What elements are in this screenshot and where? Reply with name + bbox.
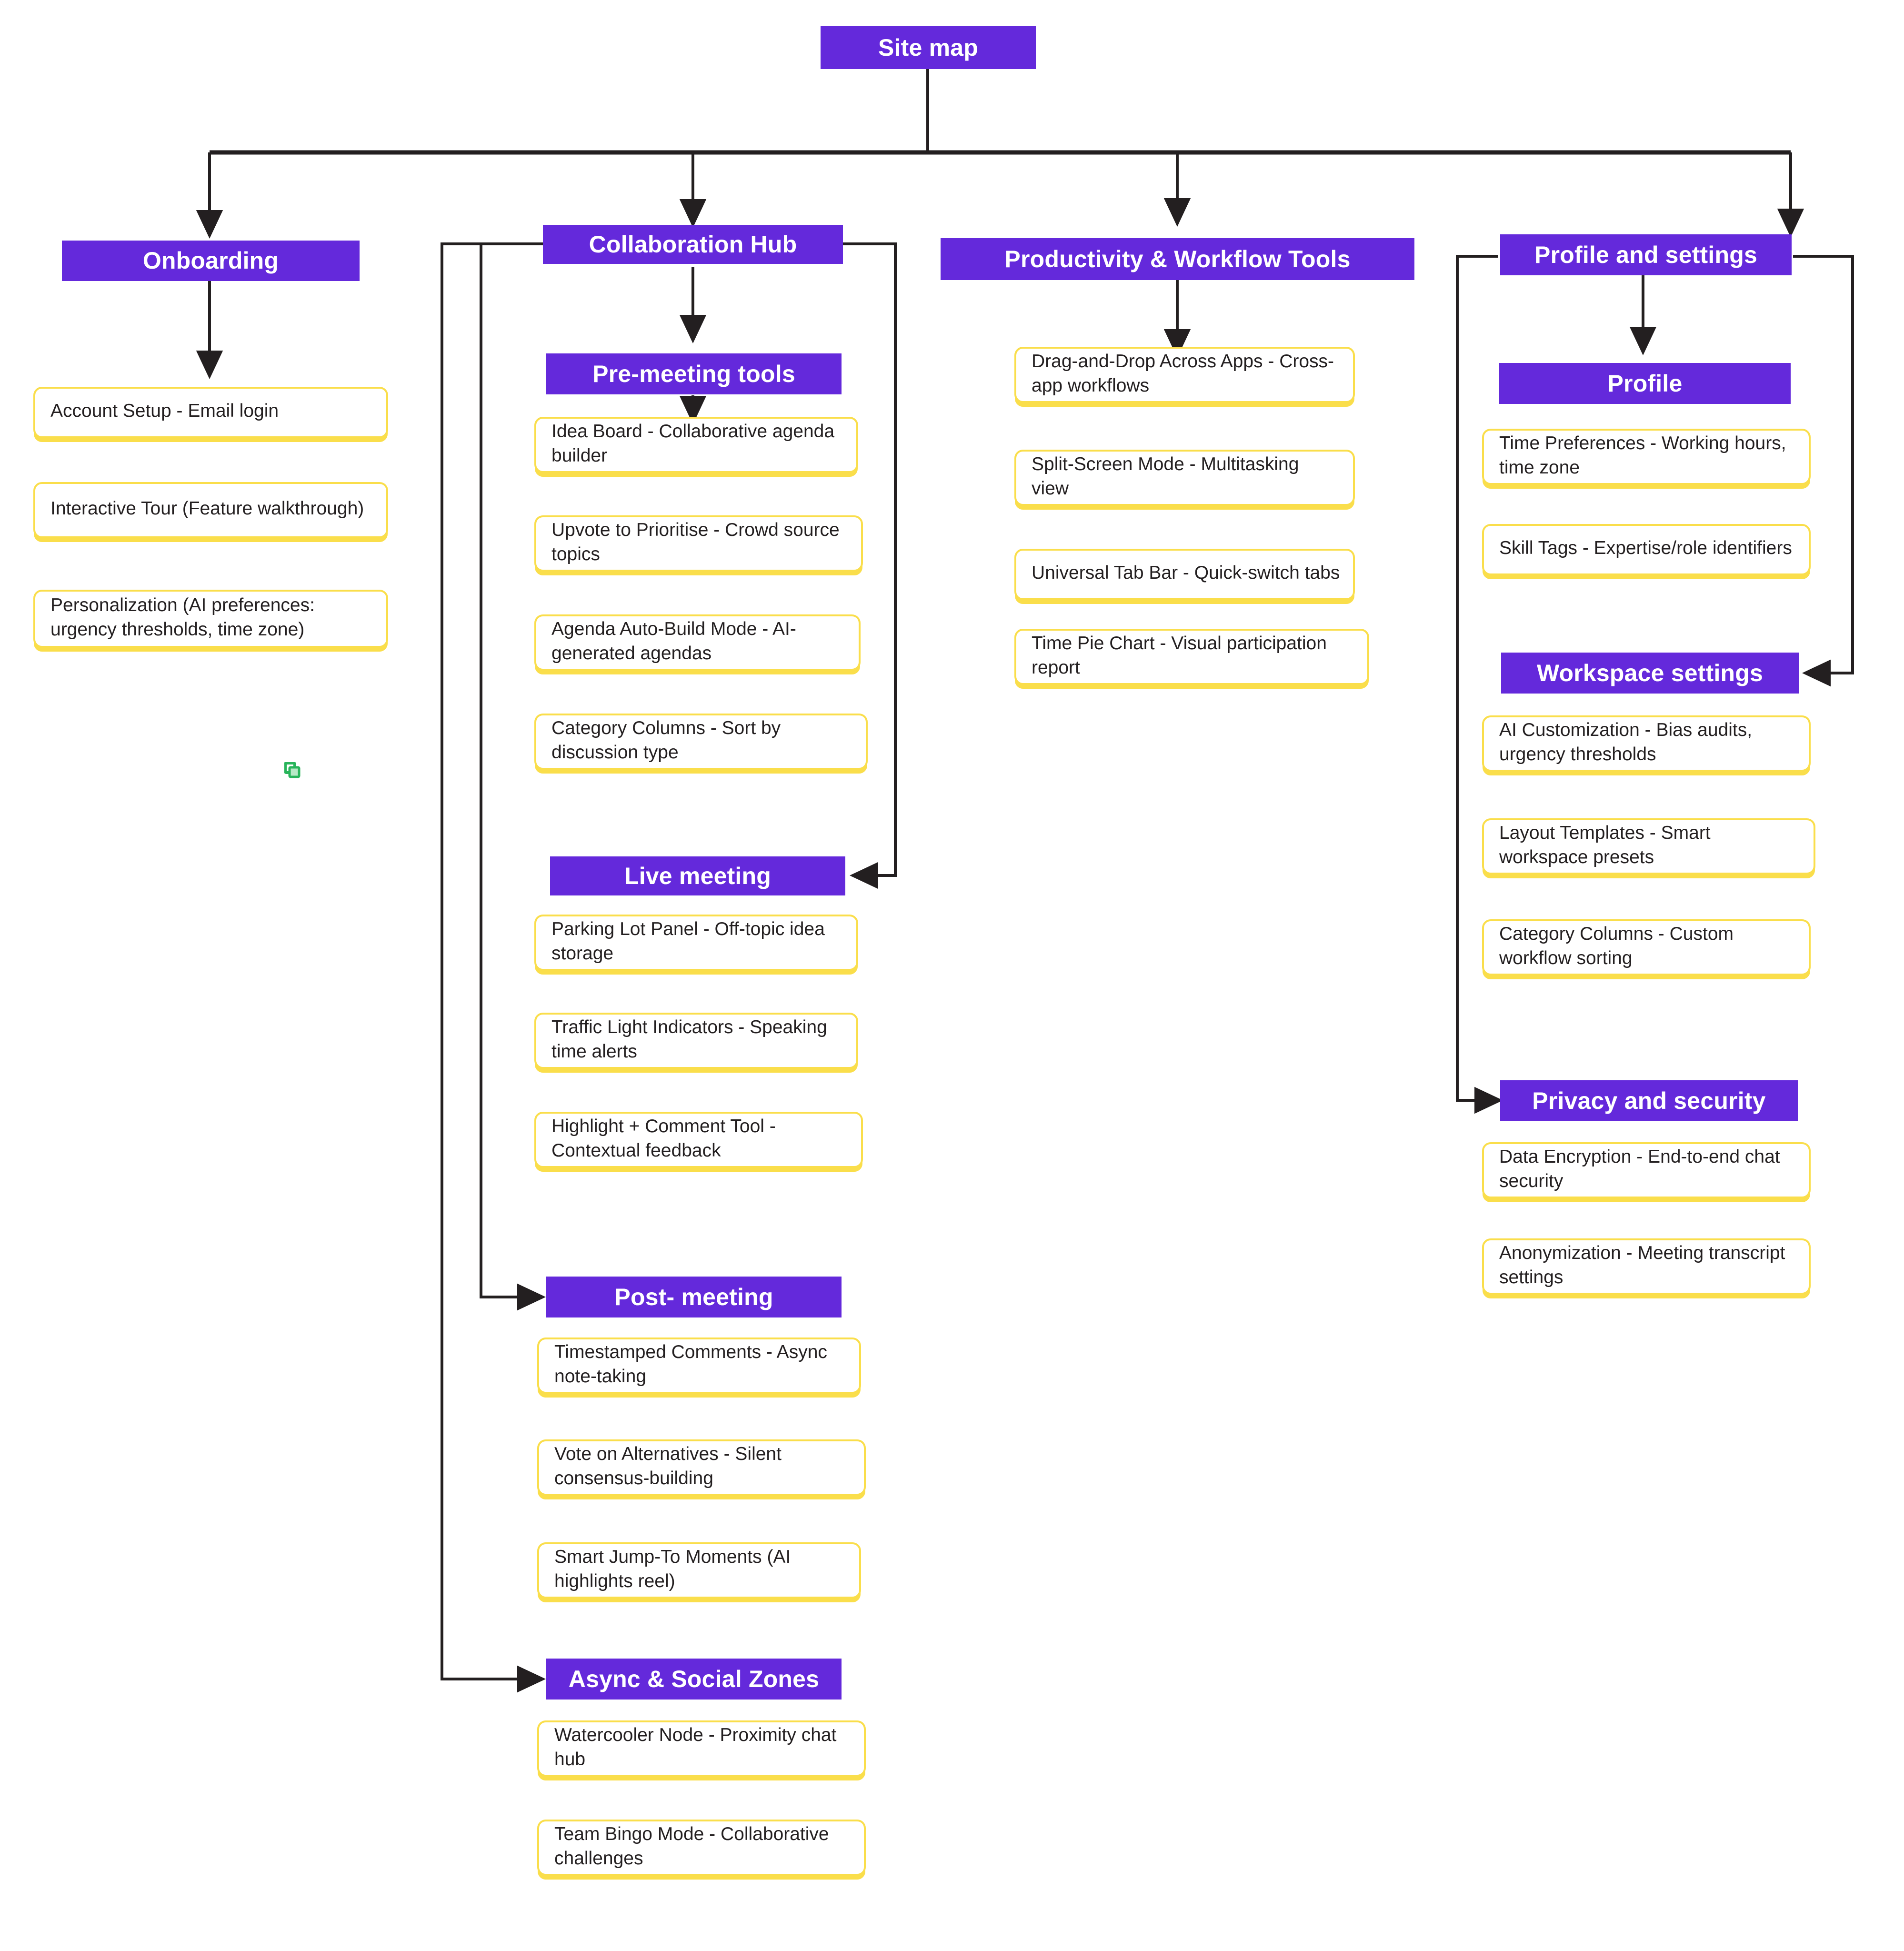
card-text: Agenda Auto-Build Mode - AI-generated ag…: [551, 618, 796, 664]
card-watercooler-node[interactable]: Watercooler Node - Proximity chat hub: [537, 1720, 866, 1777]
card-text: Category Columns - Custom workflow sorti…: [1499, 923, 1734, 968]
node-privacy-and-security-label: Privacy and security: [1532, 1087, 1766, 1114]
card-account-setup[interactable]: Account Setup - Email login: [33, 387, 388, 438]
node-profile-and-settings[interactable]: Profile and settings: [1500, 234, 1792, 275]
node-profile-label: Profile: [1607, 370, 1683, 397]
card-upvote-to-prioritise[interactable]: Upvote to Prioritise - Crowd source topi…: [534, 515, 863, 572]
card-category-columns-discussion[interactable]: Category Columns - Sort by discussion ty…: [534, 714, 868, 770]
node-onboarding[interactable]: Onboarding: [62, 241, 360, 281]
card-category-columns-workflow[interactable]: Category Columns - Custom workflow sorti…: [1482, 919, 1811, 976]
card-text: Idea Board - Collaborative agenda builde…: [551, 421, 835, 466]
card-drag-and-drop-across-apps[interactable]: Drag-and-Drop Across Apps - Cross-app wo…: [1014, 347, 1355, 403]
card-universal-tab-bar[interactable]: Universal Tab Bar - Quick-switch tabs: [1014, 549, 1355, 600]
node-async-social-zones-label: Async & Social Zones: [568, 1665, 820, 1692]
card-text: Anonymization - Meeting transcript setti…: [1499, 1242, 1785, 1287]
card-team-bingo-mode[interactable]: Team Bingo Mode - Collaborative challeng…: [537, 1820, 866, 1876]
card-text: AI Customization - Bias audits, urgency …: [1499, 719, 1753, 764]
card-anonymization[interactable]: Anonymization - Meeting transcript setti…: [1482, 1238, 1811, 1295]
card-text: Skill Tags - Expertise/role identifiers: [1499, 538, 1792, 559]
card-layout-templates[interactable]: Layout Templates - Smart workspace prese…: [1482, 818, 1815, 875]
card-text: Account Setup - Email login: [50, 401, 279, 422]
card-split-screen-mode[interactable]: Split-Screen Mode - Multitasking view: [1014, 450, 1355, 506]
card-vote-on-alternatives[interactable]: Vote on Alternatives - Silent consensus-…: [537, 1439, 866, 1496]
node-site-map[interactable]: Site map: [821, 26, 1036, 69]
card-personalization[interactable]: Personalization (AI preferences: urgency…: [33, 590, 388, 648]
card-text: Category Columns - Sort by discussion ty…: [551, 717, 781, 763]
node-workspace-settings[interactable]: Workspace settings: [1501, 653, 1799, 694]
card-timestamped-comments[interactable]: Timestamped Comments - Async note-taking: [537, 1338, 861, 1394]
card-text: Time Preferences - Working hours, time z…: [1499, 432, 1786, 478]
card-text: Smart Jump-To Moments (AI highlights ree…: [554, 1546, 791, 1591]
node-profile-and-settings-label: Profile and settings: [1534, 241, 1757, 268]
card-text: Layout Templates - Smart workspace prese…: [1499, 822, 1711, 867]
card-ai-customization[interactable]: AI Customization - Bias audits, urgency …: [1482, 715, 1811, 772]
node-live-meeting[interactable]: Live meeting: [550, 856, 845, 895]
card-text: Split-Screen Mode - Multitasking view: [1032, 453, 1299, 499]
card-text: Data Encryption - End-to-end chat securi…: [1499, 1146, 1780, 1191]
card-agenda-auto-build[interactable]: Agenda Auto-Build Mode - AI-generated ag…: [534, 614, 861, 671]
card-text: Parking Lot Panel - Off-topic idea stora…: [551, 918, 825, 964]
card-text: Vote on Alternatives - Silent consensus-…: [554, 1443, 782, 1488]
node-profile[interactable]: Profile: [1499, 363, 1791, 404]
node-post-meeting-label: Post- meeting: [614, 1283, 773, 1310]
card-text: Universal Tab Bar - Quick-switch tabs: [1032, 563, 1340, 583]
card-text: Timestamped Comments - Async note-taking: [554, 1341, 827, 1387]
card-text: Drag-and-Drop Across Apps - Cross-app wo…: [1032, 351, 1334, 396]
card-interactive-tour[interactable]: Interactive Tour (Feature walkthrough): [33, 482, 388, 538]
card-idea-board[interactable]: Idea Board - Collaborative agenda builde…: [534, 417, 858, 473]
node-site-map-label: Site map: [878, 34, 978, 61]
node-async-social-zones[interactable]: Async & Social Zones: [546, 1659, 842, 1700]
node-onboarding-label: Onboarding: [142, 247, 279, 274]
card-text: Traffic Light Indicators - Speaking time…: [551, 1016, 827, 1062]
card-text: Watercooler Node - Proximity chat hub: [554, 1724, 837, 1770]
card-text: Time Pie Chart - Visual participation re…: [1032, 633, 1327, 678]
card-text: Upvote to Prioritise - Crowd source topi…: [551, 519, 840, 564]
node-post-meeting[interactable]: Post- meeting: [546, 1277, 842, 1317]
node-workspace-settings-label: Workspace settings: [1536, 659, 1764, 686]
card-data-encryption[interactable]: Data Encryption - End-to-end chat securi…: [1482, 1142, 1811, 1198]
card-highlight-comment-tool[interactable]: Highlight + Comment Tool - Contextual fe…: [534, 1112, 863, 1168]
card-text: Interactive Tour (Feature walkthrough): [50, 498, 364, 519]
card-text: Highlight + Comment Tool - Contextual fe…: [551, 1116, 776, 1161]
node-pre-meeting-tools-label: Pre-meeting tools: [592, 360, 795, 387]
node-live-meeting-label: Live meeting: [624, 862, 772, 889]
card-text: Personalization (AI preferences: urgency…: [50, 594, 315, 640]
node-productivity-workflow-tools[interactable]: Productivity & Workflow Tools: [941, 238, 1414, 280]
duplicate-cursor-icon: [284, 762, 301, 778]
node-collaboration-hub-label: Collaboration Hub: [589, 231, 797, 258]
card-time-preferences[interactable]: Time Preferences - Working hours, time z…: [1482, 429, 1811, 485]
card-text: Team Bingo Mode - Collaborative challeng…: [554, 1823, 829, 1869]
node-privacy-and-security[interactable]: Privacy and security: [1500, 1080, 1798, 1121]
node-productivity-workflow-tools-label: Productivity & Workflow Tools: [1004, 245, 1351, 272]
node-pre-meeting-tools[interactable]: Pre-meeting tools: [546, 353, 842, 394]
card-parking-lot-panel[interactable]: Parking Lot Panel - Off-topic idea stora…: [534, 915, 858, 971]
card-time-pie-chart[interactable]: Time Pie Chart - Visual participation re…: [1014, 629, 1369, 685]
card-traffic-light-indicators[interactable]: Traffic Light Indicators - Speaking time…: [534, 1013, 858, 1069]
card-smart-jump-to-moments[interactable]: Smart Jump-To Moments (AI highlights ree…: [537, 1542, 861, 1599]
node-collaboration-hub[interactable]: Collaboration Hub: [543, 225, 843, 264]
card-skill-tags[interactable]: Skill Tags - Expertise/role identifiers: [1482, 524, 1811, 575]
